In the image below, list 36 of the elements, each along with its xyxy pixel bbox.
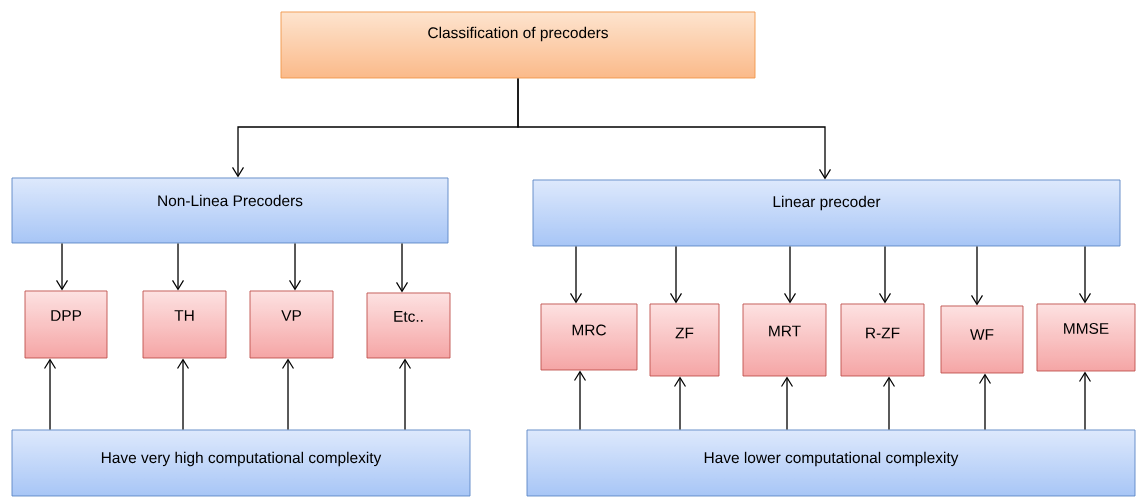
- category-box: Non-Linea Precoders: [11, 177, 449, 244]
- category-box: Linear precoder: [532, 179, 1121, 247]
- arrow: [1078, 245, 1092, 304]
- arrow: [517, 77, 832, 180]
- method-box: MMSE: [1036, 303, 1136, 372]
- arrow: [882, 376, 896, 431]
- arrow: [281, 358, 295, 431]
- method-box: R-ZF: [840, 303, 925, 377]
- arrow: [669, 245, 683, 304]
- arrow: [398, 358, 412, 431]
- arrow: [783, 245, 797, 304]
- arrow: [288, 242, 302, 291]
- arrow: [43, 358, 57, 431]
- method-box: WF: [940, 305, 1024, 374]
- arrow: [970, 245, 984, 306]
- method-box: VP: [249, 290, 334, 359]
- arrow: [573, 370, 587, 431]
- arrow: [673, 376, 687, 431]
- title-box: Classification of precoders: [280, 11, 756, 79]
- method-box: Etc..: [366, 292, 451, 359]
- arrow: [395, 242, 409, 293]
- arrow: [55, 242, 69, 291]
- arrow: [171, 242, 185, 291]
- method-box: MRC: [540, 303, 638, 371]
- arrow: [978, 373, 992, 431]
- arrow: [878, 245, 892, 304]
- arrow: [1078, 371, 1092, 431]
- method-box: ZF: [649, 303, 720, 377]
- arrow: [176, 358, 190, 431]
- arrow: [780, 376, 794, 431]
- method-box: MRT: [742, 303, 827, 377]
- method-box: TH: [142, 290, 227, 359]
- note-box: Have very high computational complexity: [11, 429, 471, 497]
- method-box: DPP: [24, 290, 108, 359]
- arrow: [569, 245, 583, 304]
- note-box: Have lower computational complexity: [526, 429, 1136, 497]
